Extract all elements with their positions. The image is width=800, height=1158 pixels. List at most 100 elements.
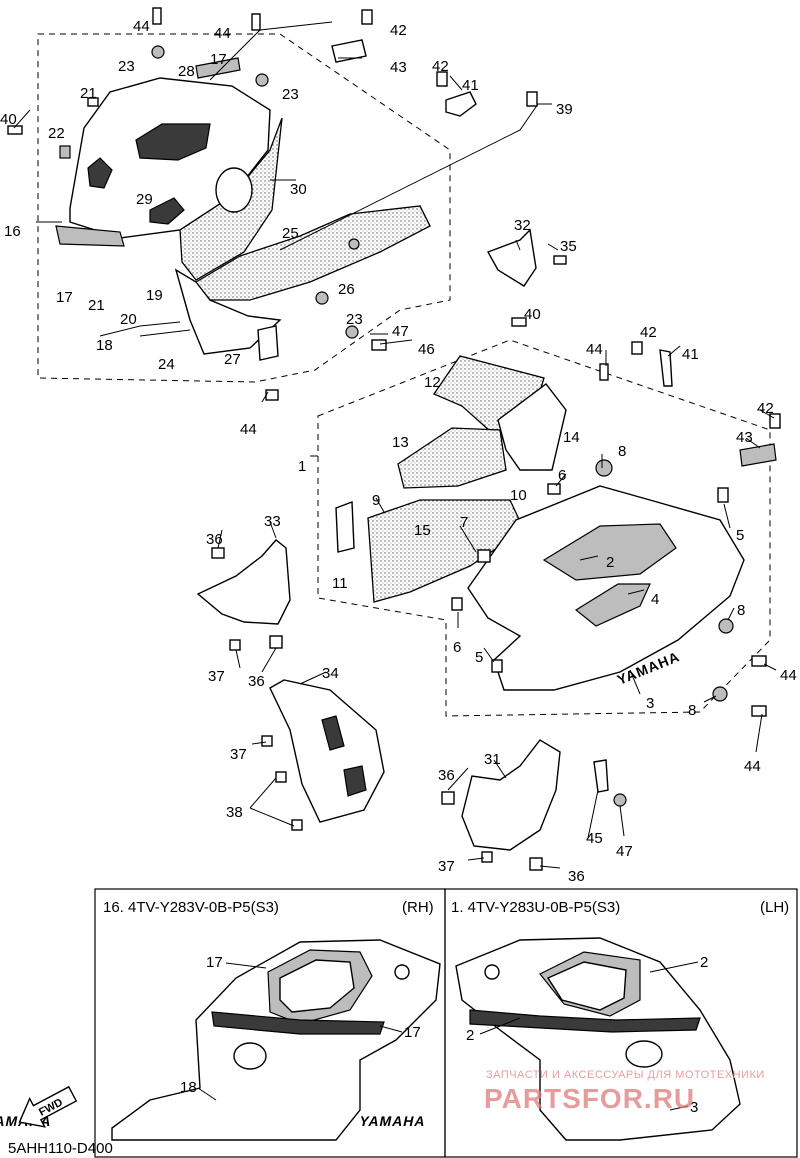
grommet-icon	[345, 325, 359, 339]
rh-label-17a: 17	[206, 954, 223, 971]
callout-43: 43	[736, 429, 753, 446]
lh-cowl-illustration: YAMAHA	[358, 937, 741, 1141]
lh-panel-frame	[444, 888, 798, 1158]
callout-36: 36	[248, 673, 265, 690]
callout-15: 15	[414, 522, 431, 539]
callout-44: 44	[240, 421, 257, 438]
callout-8: 8	[688, 702, 696, 719]
clip-icon	[211, 547, 225, 559]
callout-39: 39	[556, 101, 573, 118]
side-fairing-24	[174, 268, 282, 355]
diagram-code: 5AHH110-D400	[8, 1140, 113, 1157]
clip-icon	[441, 791, 455, 805]
lh-panel-side: (LH)	[760, 899, 789, 916]
callout-3: 3	[646, 695, 654, 712]
callout-41: 41	[682, 346, 699, 363]
callout-35: 35	[560, 238, 577, 255]
bracket-34-slot-a	[321, 715, 345, 751]
callout-23: 23	[118, 58, 135, 75]
bolt-icon	[261, 735, 273, 747]
bolt-icon	[769, 413, 781, 429]
callout-10: 10	[510, 487, 527, 504]
bolt-icon	[631, 341, 643, 355]
callout-37: 37	[230, 746, 247, 763]
rh-label-18: 18	[180, 1079, 197, 1096]
callout-18: 18	[96, 337, 113, 354]
callout-30: 30	[290, 181, 307, 198]
lh-panel-title: 1. 4TV-Y283U-0B-P5(S3)	[451, 899, 620, 916]
callout-42: 42	[390, 22, 407, 39]
rh-panel-title: 16. 4TV-Y283V-0B-P5(S3)	[103, 899, 279, 916]
rh-label-17b: 17	[404, 1024, 421, 1041]
callout-36: 36	[568, 868, 585, 885]
callout-23: 23	[346, 311, 363, 328]
headlight-opening-left	[87, 157, 113, 189]
callout-40: 40	[524, 306, 541, 323]
inner-panel-hole	[215, 167, 253, 213]
callout-42: 42	[757, 400, 774, 417]
callout-13: 13	[392, 434, 409, 451]
callout-4: 4	[651, 591, 659, 608]
clip-icon	[717, 487, 729, 503]
bracket-43-upper	[331, 39, 367, 63]
callout-22: 22	[48, 125, 65, 142]
bolt-icon	[371, 339, 387, 351]
bracket-34-slot-b	[343, 765, 367, 797]
clip-icon	[451, 597, 463, 611]
group-1-boundary	[317, 339, 771, 717]
clip-icon	[491, 659, 503, 673]
callout-38: 38	[226, 804, 243, 821]
callout-43: 43	[390, 59, 407, 76]
lh-label-2b: 2	[466, 1027, 474, 1044]
panel-13	[397, 427, 507, 489]
lower-cowl-assembly: YAMAHA	[317, 339, 771, 717]
lh-brand-logo: YAMAHA	[358, 1113, 427, 1129]
callout-8: 8	[618, 443, 626, 460]
callout-29: 29	[136, 191, 153, 208]
fasteners	[7, 7, 781, 871]
callout-24: 24	[158, 356, 175, 373]
bolt-icon	[751, 655, 767, 667]
callout-16: 16	[4, 223, 21, 240]
callout-45: 45	[586, 830, 603, 847]
clip-icon	[269, 635, 283, 649]
callout-1: 1	[298, 458, 306, 475]
bolt-icon	[229, 639, 241, 651]
bracket-41-lower	[659, 349, 673, 387]
callout-36: 36	[206, 531, 223, 548]
side-cowl-stripe-2	[542, 523, 677, 581]
callout-2: 2	[606, 554, 614, 571]
grommet-icon	[718, 618, 734, 634]
bolt-icon	[361, 9, 373, 25]
group-16-boundary	[37, 33, 451, 383]
strip-17-lower	[55, 225, 125, 247]
bolt-icon	[599, 363, 609, 381]
callout-47: 47	[616, 843, 633, 860]
callout-20: 20	[120, 311, 137, 328]
bracket-41-upper	[445, 91, 477, 117]
grommet-icon	[595, 459, 613, 477]
grommet-icon	[255, 73, 269, 87]
grommet-icon	[315, 291, 329, 305]
callout-11: 11	[332, 575, 348, 592]
callout-33: 33	[264, 513, 281, 530]
bolt-icon	[275, 771, 287, 783]
callout-6: 6	[558, 467, 566, 484]
callout-21: 21	[88, 297, 105, 314]
callout-25: 25	[282, 225, 299, 242]
clip-icon	[87, 97, 99, 107]
grommet-icon	[348, 238, 360, 250]
grommet-icon	[613, 793, 627, 807]
callout-31: 31	[484, 751, 501, 768]
callout-44: 44	[586, 341, 603, 358]
bolt-icon	[526, 91, 538, 107]
watermark-brand: PARTSFOR.RU	[484, 1083, 695, 1114]
callout-5: 5	[475, 649, 483, 666]
callout-44: 44	[133, 18, 150, 35]
bracket-11	[335, 501, 355, 553]
bolt-icon	[7, 125, 23, 135]
bolt-icon	[436, 71, 448, 87]
lh-label-2a: 2	[700, 954, 708, 971]
grommet-icon	[151, 45, 165, 59]
